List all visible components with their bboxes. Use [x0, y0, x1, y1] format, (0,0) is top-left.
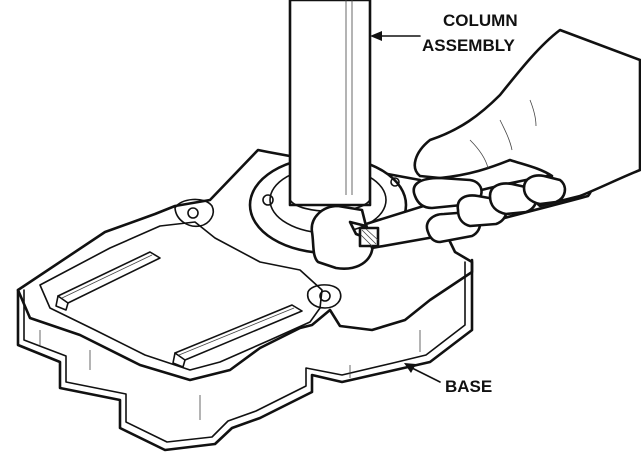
hand: [413, 28, 641, 208]
leader-arrowhead-column: [370, 31, 382, 41]
base-front-edge: [29, 317, 301, 381]
label-column-line-1: COLUMN: [443, 11, 518, 30]
mounting-hole-right: [319, 290, 331, 302]
mounting-hole-left: [187, 207, 199, 219]
base: [16, 148, 474, 452]
mounting-ear-right: [306, 284, 342, 309]
adjustable-wrench: [310, 204, 374, 270]
wrench-and-hand: [310, 28, 641, 270]
flange-bolt-hole-rear: [390, 177, 400, 187]
base-rim-inner: [23, 261, 466, 443]
label-base-text: BASE: [445, 377, 492, 396]
leader-arrowhead-base: [404, 363, 416, 373]
column-tube: [288, 0, 372, 207]
mounting-ear-left: [174, 198, 215, 228]
hand-knuckle-lines: [469, 99, 537, 169]
base-rim: [16, 258, 474, 452]
flange-bolt-hole-left: [262, 194, 274, 206]
label-column-assembly: COLUMN ASSEMBLY: [370, 11, 518, 55]
label-column-line-2: ASSEMBLY: [422, 36, 516, 55]
base-shading: [39, 330, 421, 420]
wrench-adjust-screw: [358, 226, 380, 248]
hand-finger-4: [522, 174, 567, 206]
base-slot-right: [172, 304, 303, 368]
label-base: BASE: [404, 363, 492, 396]
base-top-surface: [16, 148, 474, 382]
base-slot-left: [55, 251, 161, 311]
base-side-edge: [339, 271, 473, 331]
